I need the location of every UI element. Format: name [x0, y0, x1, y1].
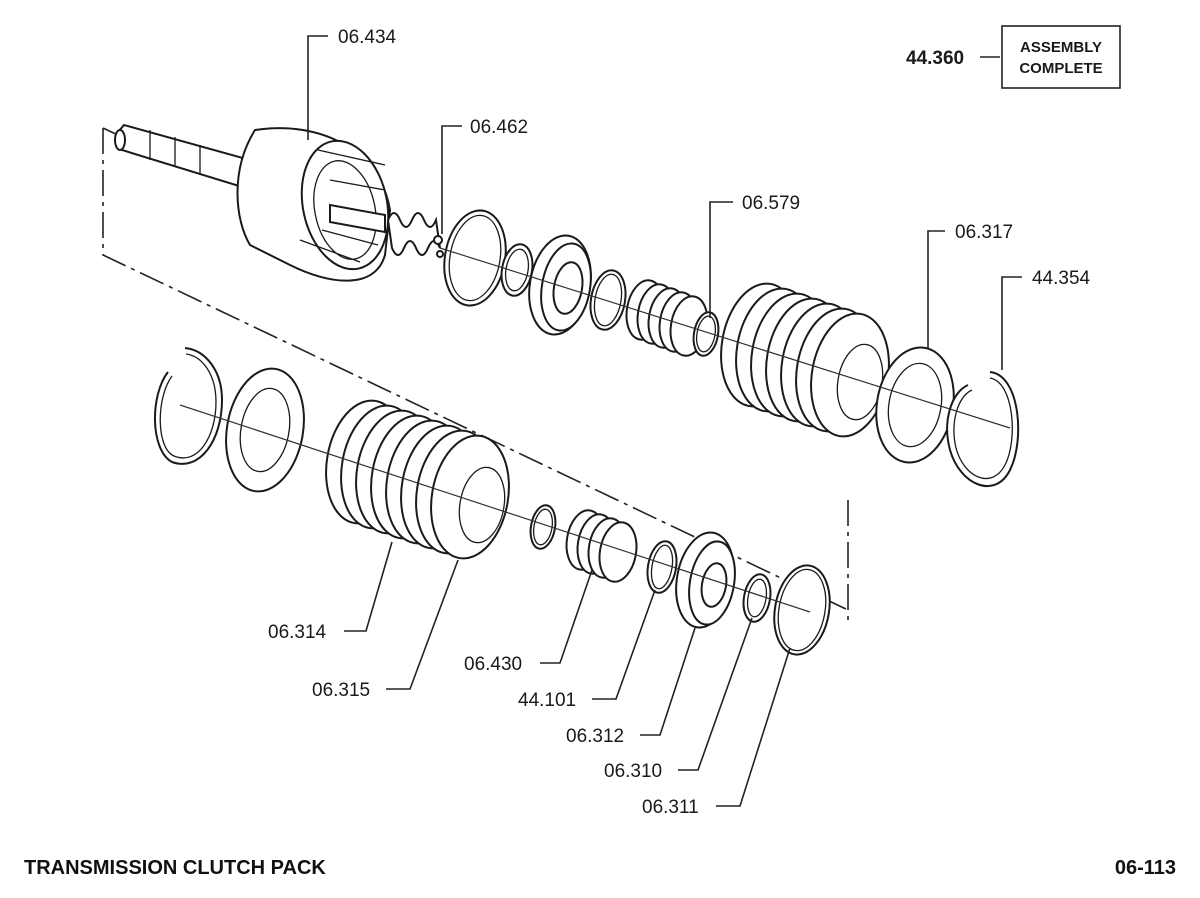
callout-labels: 06.434 06.462 06.579 06.317 44.354 06.31…: [268, 27, 1091, 818]
drum-assembly: [114, 123, 444, 282]
callout-44-354: 44.354: [1032, 268, 1091, 289]
upper-parts: [443, 209, 1020, 488]
callout-06-579: 06.579: [742, 193, 800, 214]
assembly-complete-callout: 44.360 ASSEMBLY COMPLETE: [906, 25, 1121, 89]
callout-06-317: 06.317: [955, 222, 1013, 243]
assembly-label-line2: COMPLETE: [1019, 60, 1102, 77]
leader-lines: [307, 35, 1022, 807]
callout-06-314: 06.314: [268, 622, 327, 643]
callout-06-430: 06.430: [464, 654, 522, 675]
callout-06-315: 06.315: [312, 680, 370, 701]
callout-06-434: 06.434: [338, 27, 397, 48]
assembly-box: [1001, 25, 1121, 89]
assembly-part-number: 44.360: [906, 48, 964, 69]
page-number: 06-113: [1115, 857, 1176, 879]
callout-06-312: 06.312: [566, 726, 624, 747]
center-axes: [179, 247, 1011, 613]
page-title: TRANSMISSION CLUTCH PACK: [24, 857, 326, 879]
callout-06-311: 06.311: [642, 797, 699, 818]
callout-44-101: 44.101: [518, 690, 576, 711]
lower-parts: [153, 347, 831, 656]
assembly-label-line1: ASSEMBLY: [1020, 39, 1102, 56]
callout-06-462: 06.462: [470, 117, 528, 138]
callout-06-310: 06.310: [604, 761, 662, 782]
